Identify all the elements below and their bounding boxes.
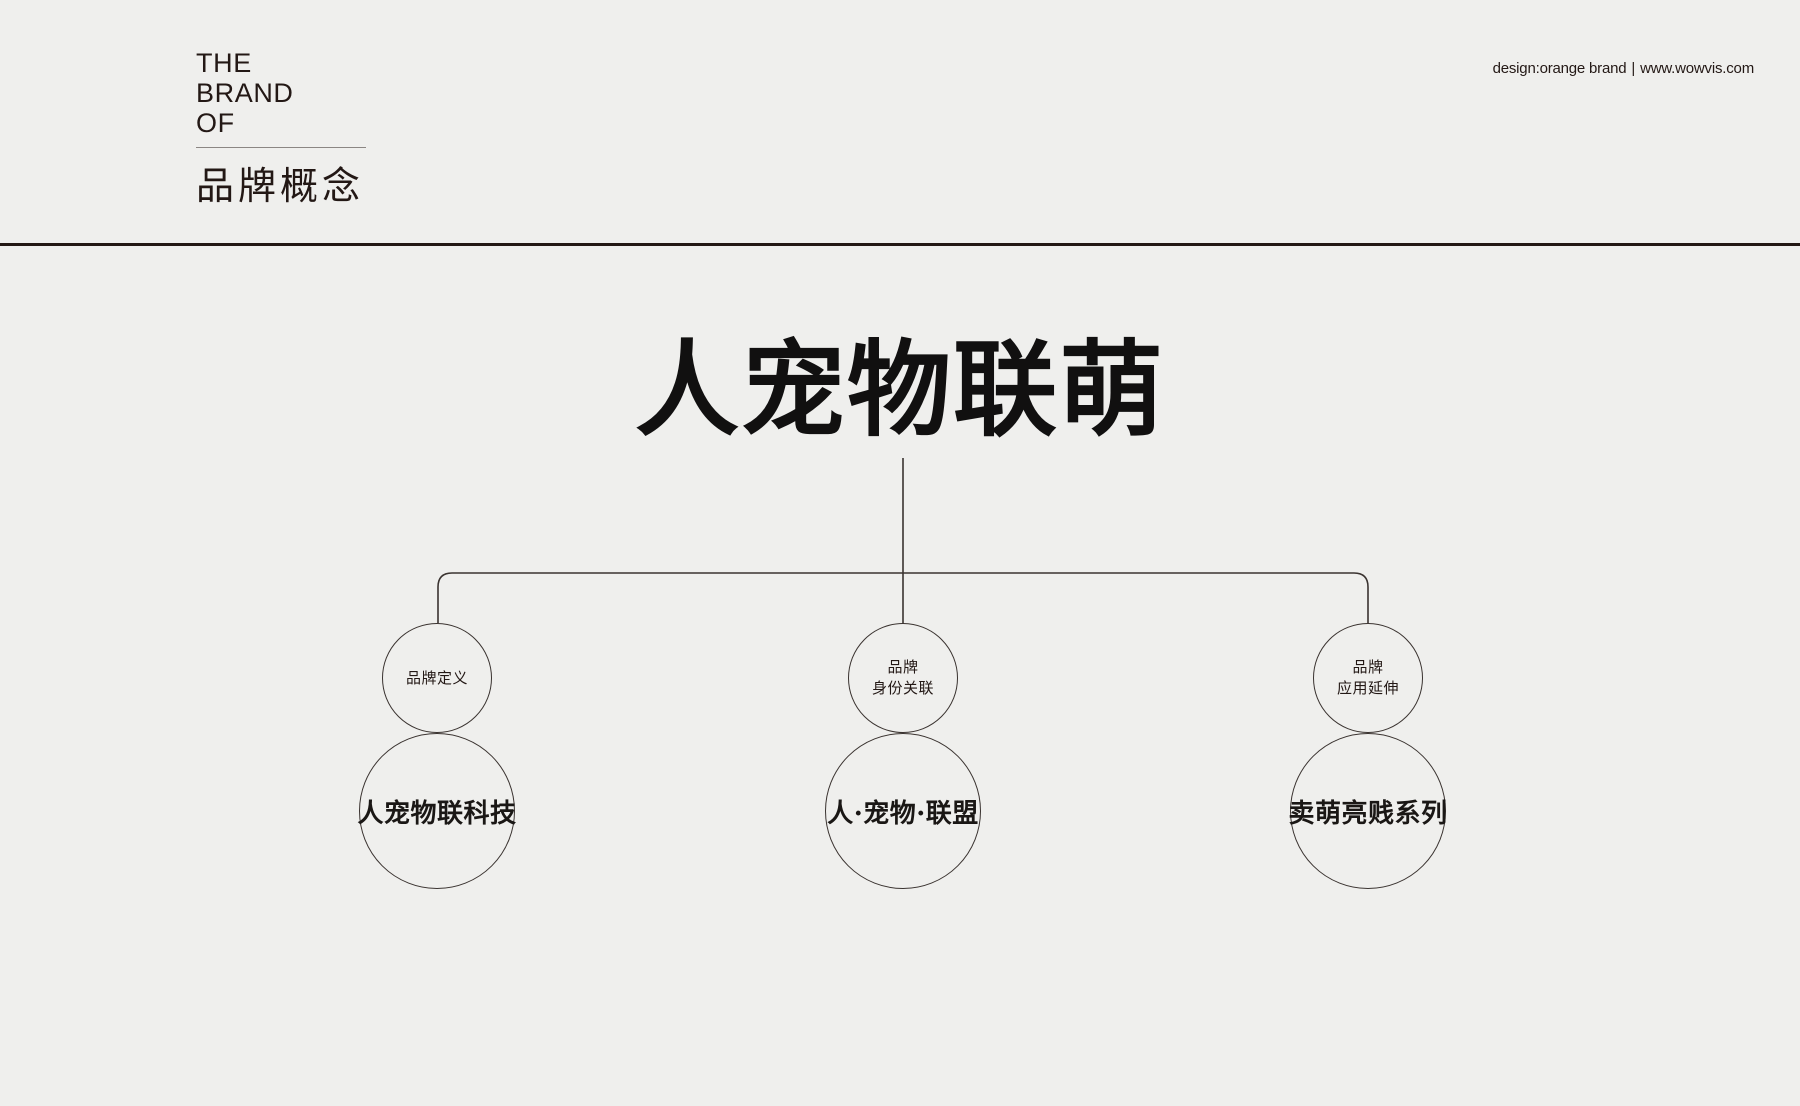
node-1-category-label: 品牌定义 — [405, 668, 468, 687]
diagram-stage: 人宠物联萌 品牌定义 人宠物联科技 品牌 身份关联 人·宠物·联盟 品牌 应用延… — [0, 245, 1800, 1106]
page-header: THE BRAND OF design:orange brand|www.wow… — [0, 0, 1800, 246]
node-1-name-circle[interactable]: 人宠物联科技 — [357, 733, 517, 889]
credit-website: www.wowvis.com — [1640, 60, 1754, 77]
node-3-category-circle[interactable]: 品牌 应用延伸 — [1313, 623, 1423, 733]
logo-line-of: OF — [196, 108, 235, 138]
credit-designer: design:orange brand — [1492, 60, 1627, 77]
header-divider — [0, 243, 1800, 246]
design-credit: design:orange brand|www.wowvis.com — [1492, 60, 1755, 77]
page-title: 品牌概念 — [196, 164, 365, 208]
brand-logo: THE BRAND OF — [196, 48, 366, 148]
logo-line-the: THE — [196, 48, 252, 78]
node-3-name-label: 卖萌亮贱系列 — [1288, 798, 1448, 829]
brand-headline: 人宠物联萌 — [634, 328, 1165, 451]
node-1-name-label: 人宠物联科技 — [357, 798, 517, 829]
node-2-category-label: 品牌 身份关联 — [871, 658, 934, 697]
logo-line-brand: BRAND — [196, 78, 294, 108]
logo-underline-rule — [196, 147, 366, 148]
node-2-category-circle[interactable]: 品牌 身份关联 — [848, 623, 958, 733]
node-2-name-circle[interactable]: 人·宠物·联盟 — [825, 733, 981, 889]
node-3-name-circle[interactable]: 卖萌亮贱系列 — [1288, 733, 1448, 889]
node-3-category-label: 品牌 应用延伸 — [1336, 658, 1399, 697]
credit-separator: | — [1631, 60, 1636, 77]
node-1-category-circle[interactable]: 品牌定义 — [382, 623, 492, 733]
node-2-name-label: 人·宠物·联盟 — [827, 798, 979, 829]
